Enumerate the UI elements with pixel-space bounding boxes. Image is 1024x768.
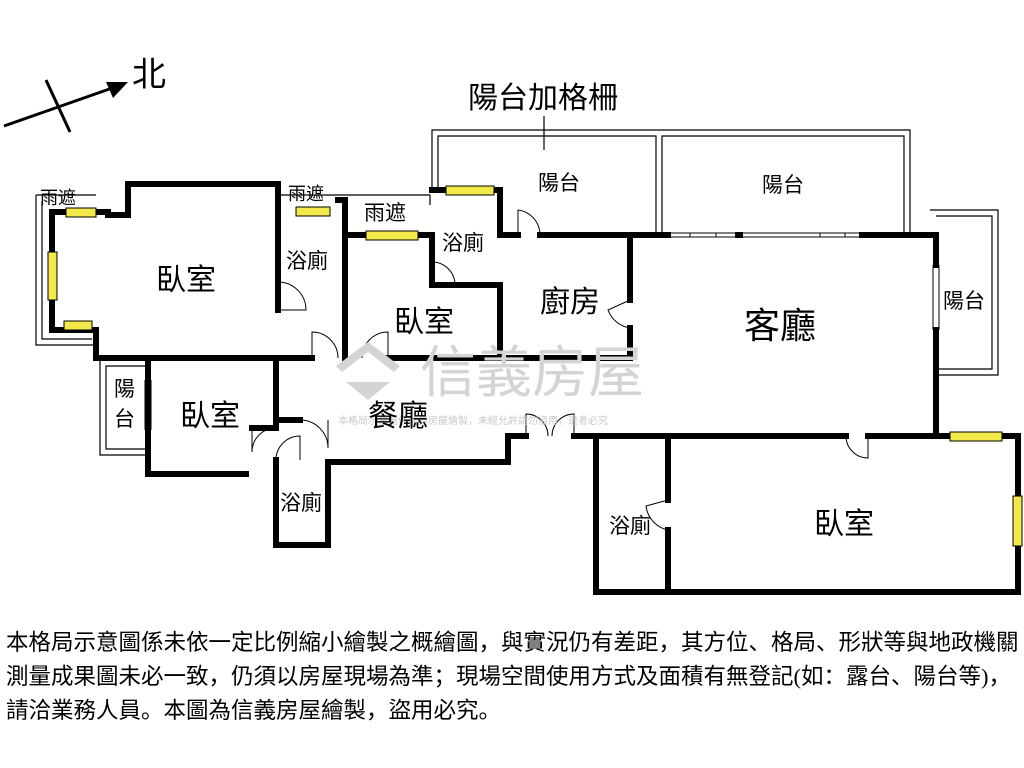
room-label-canopy: 雨遮 — [364, 201, 406, 225]
room-label-balcony: 陽台 — [538, 171, 580, 195]
windows — [47, 185, 1023, 547]
room-label-balcony: 陽台 — [943, 289, 985, 313]
room-label-bathroom: 浴廁 — [442, 231, 484, 255]
room-label-bedroom: 臥室 — [814, 508, 874, 541]
room-labels: 陽台 陽台 陽台 雨遮 雨遮 雨遮 臥室 浴廁 浴廁 臥室 廚房 客廳 臥室 餐… — [40, 171, 985, 541]
window — [63, 320, 93, 331]
swing-doors — [251, 209, 869, 531]
window — [1012, 495, 1023, 547]
room-label-bedroom: 臥室 — [156, 264, 216, 297]
sliding-doors — [144, 232, 940, 430]
window — [295, 206, 331, 217]
compass: 北 — [3, 57, 166, 133]
compass-north-label: 北 — [132, 57, 166, 94]
room-label-dining-room: 餐廳 — [368, 400, 428, 433]
balcony-outlines — [35, 129, 999, 456]
room-label-kitchen: 廚房 — [540, 286, 600, 319]
window — [445, 185, 495, 196]
room-label-balcony: 陽台 — [762, 173, 804, 197]
compass-cross — [44, 79, 72, 133]
compass-arrow — [3, 84, 119, 128]
room-label-balcony-bottom: 台 — [114, 407, 135, 431]
room-label-bedroom: 臥室 — [394, 306, 454, 339]
room-label-living-room: 客廳 — [744, 306, 816, 346]
watermark-logo-icon — [336, 342, 400, 400]
window — [47, 251, 58, 301]
window — [949, 431, 1003, 442]
room-label-canopy: 雨遮 — [288, 184, 324, 204]
window — [65, 207, 97, 218]
room-label-bathroom: 浴廁 — [286, 249, 328, 273]
room-label-bathroom: 浴廁 — [609, 514, 651, 538]
watermark-note: 本格局示意圖係信義房屋繪製，未經允許請勿盜用，違者必究 — [338, 414, 608, 427]
room-label-canopy: 雨遮 — [40, 188, 76, 208]
disclaimer-text: 本格局示意圖係未依一定比例縮小繪製之概繪圖，與實況仍有差距，其方位、格局、形狀等… — [6, 630, 1019, 723]
window — [365, 230, 419, 241]
watermark: 信義房屋 本格局示意圖係信義房屋繪製，未經允許請勿盜用，違者必究 — [336, 341, 644, 427]
balcony-grille-callout: 陽台加格柵 — [468, 82, 618, 115]
room-label-balcony-top: 陽 — [114, 377, 135, 401]
compass-arrowhead-icon — [106, 82, 128, 98]
room-label-bathroom: 浴廁 — [280, 491, 322, 515]
watermark-brand: 信義房屋 — [420, 341, 644, 404]
room-label-bedroom: 臥室 — [180, 400, 240, 433]
